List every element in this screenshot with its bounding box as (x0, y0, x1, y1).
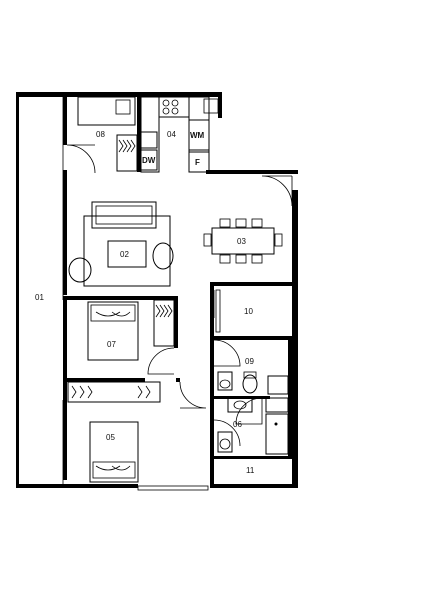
fixture-label-f: F (195, 158, 200, 167)
fixture-label-wm: WM (190, 131, 205, 140)
room-label-03: 03 (237, 237, 246, 246)
room-label-06: 06 (233, 420, 242, 429)
room-label-08: 08 (96, 130, 105, 139)
room-label-11: 11 (246, 466, 255, 475)
interior-walls (63, 97, 298, 484)
bedroom-05-furniture (67, 381, 209, 491)
bathroom-fixtures (217, 371, 289, 455)
room-label-02: 02 (120, 250, 129, 259)
room-label-04: 04 (167, 130, 176, 139)
bedroom-07-furniture (87, 299, 175, 361)
room-label-07: 07 (107, 340, 116, 349)
room-08-furniture (77, 96, 138, 172)
room-label-10: 10 (244, 307, 253, 316)
living-02-furniture (68, 201, 174, 287)
store-10 (215, 289, 221, 333)
kitchen-04 (140, 96, 219, 173)
room-label-01: 01 (35, 293, 44, 302)
fixture-label-dw: DW (142, 156, 156, 165)
doors (66, 144, 293, 447)
outer-walls (16, 92, 298, 488)
room-label-05: 05 (106, 433, 115, 442)
room-label-09: 09 (245, 357, 254, 366)
dining-03-furniture (203, 218, 283, 264)
